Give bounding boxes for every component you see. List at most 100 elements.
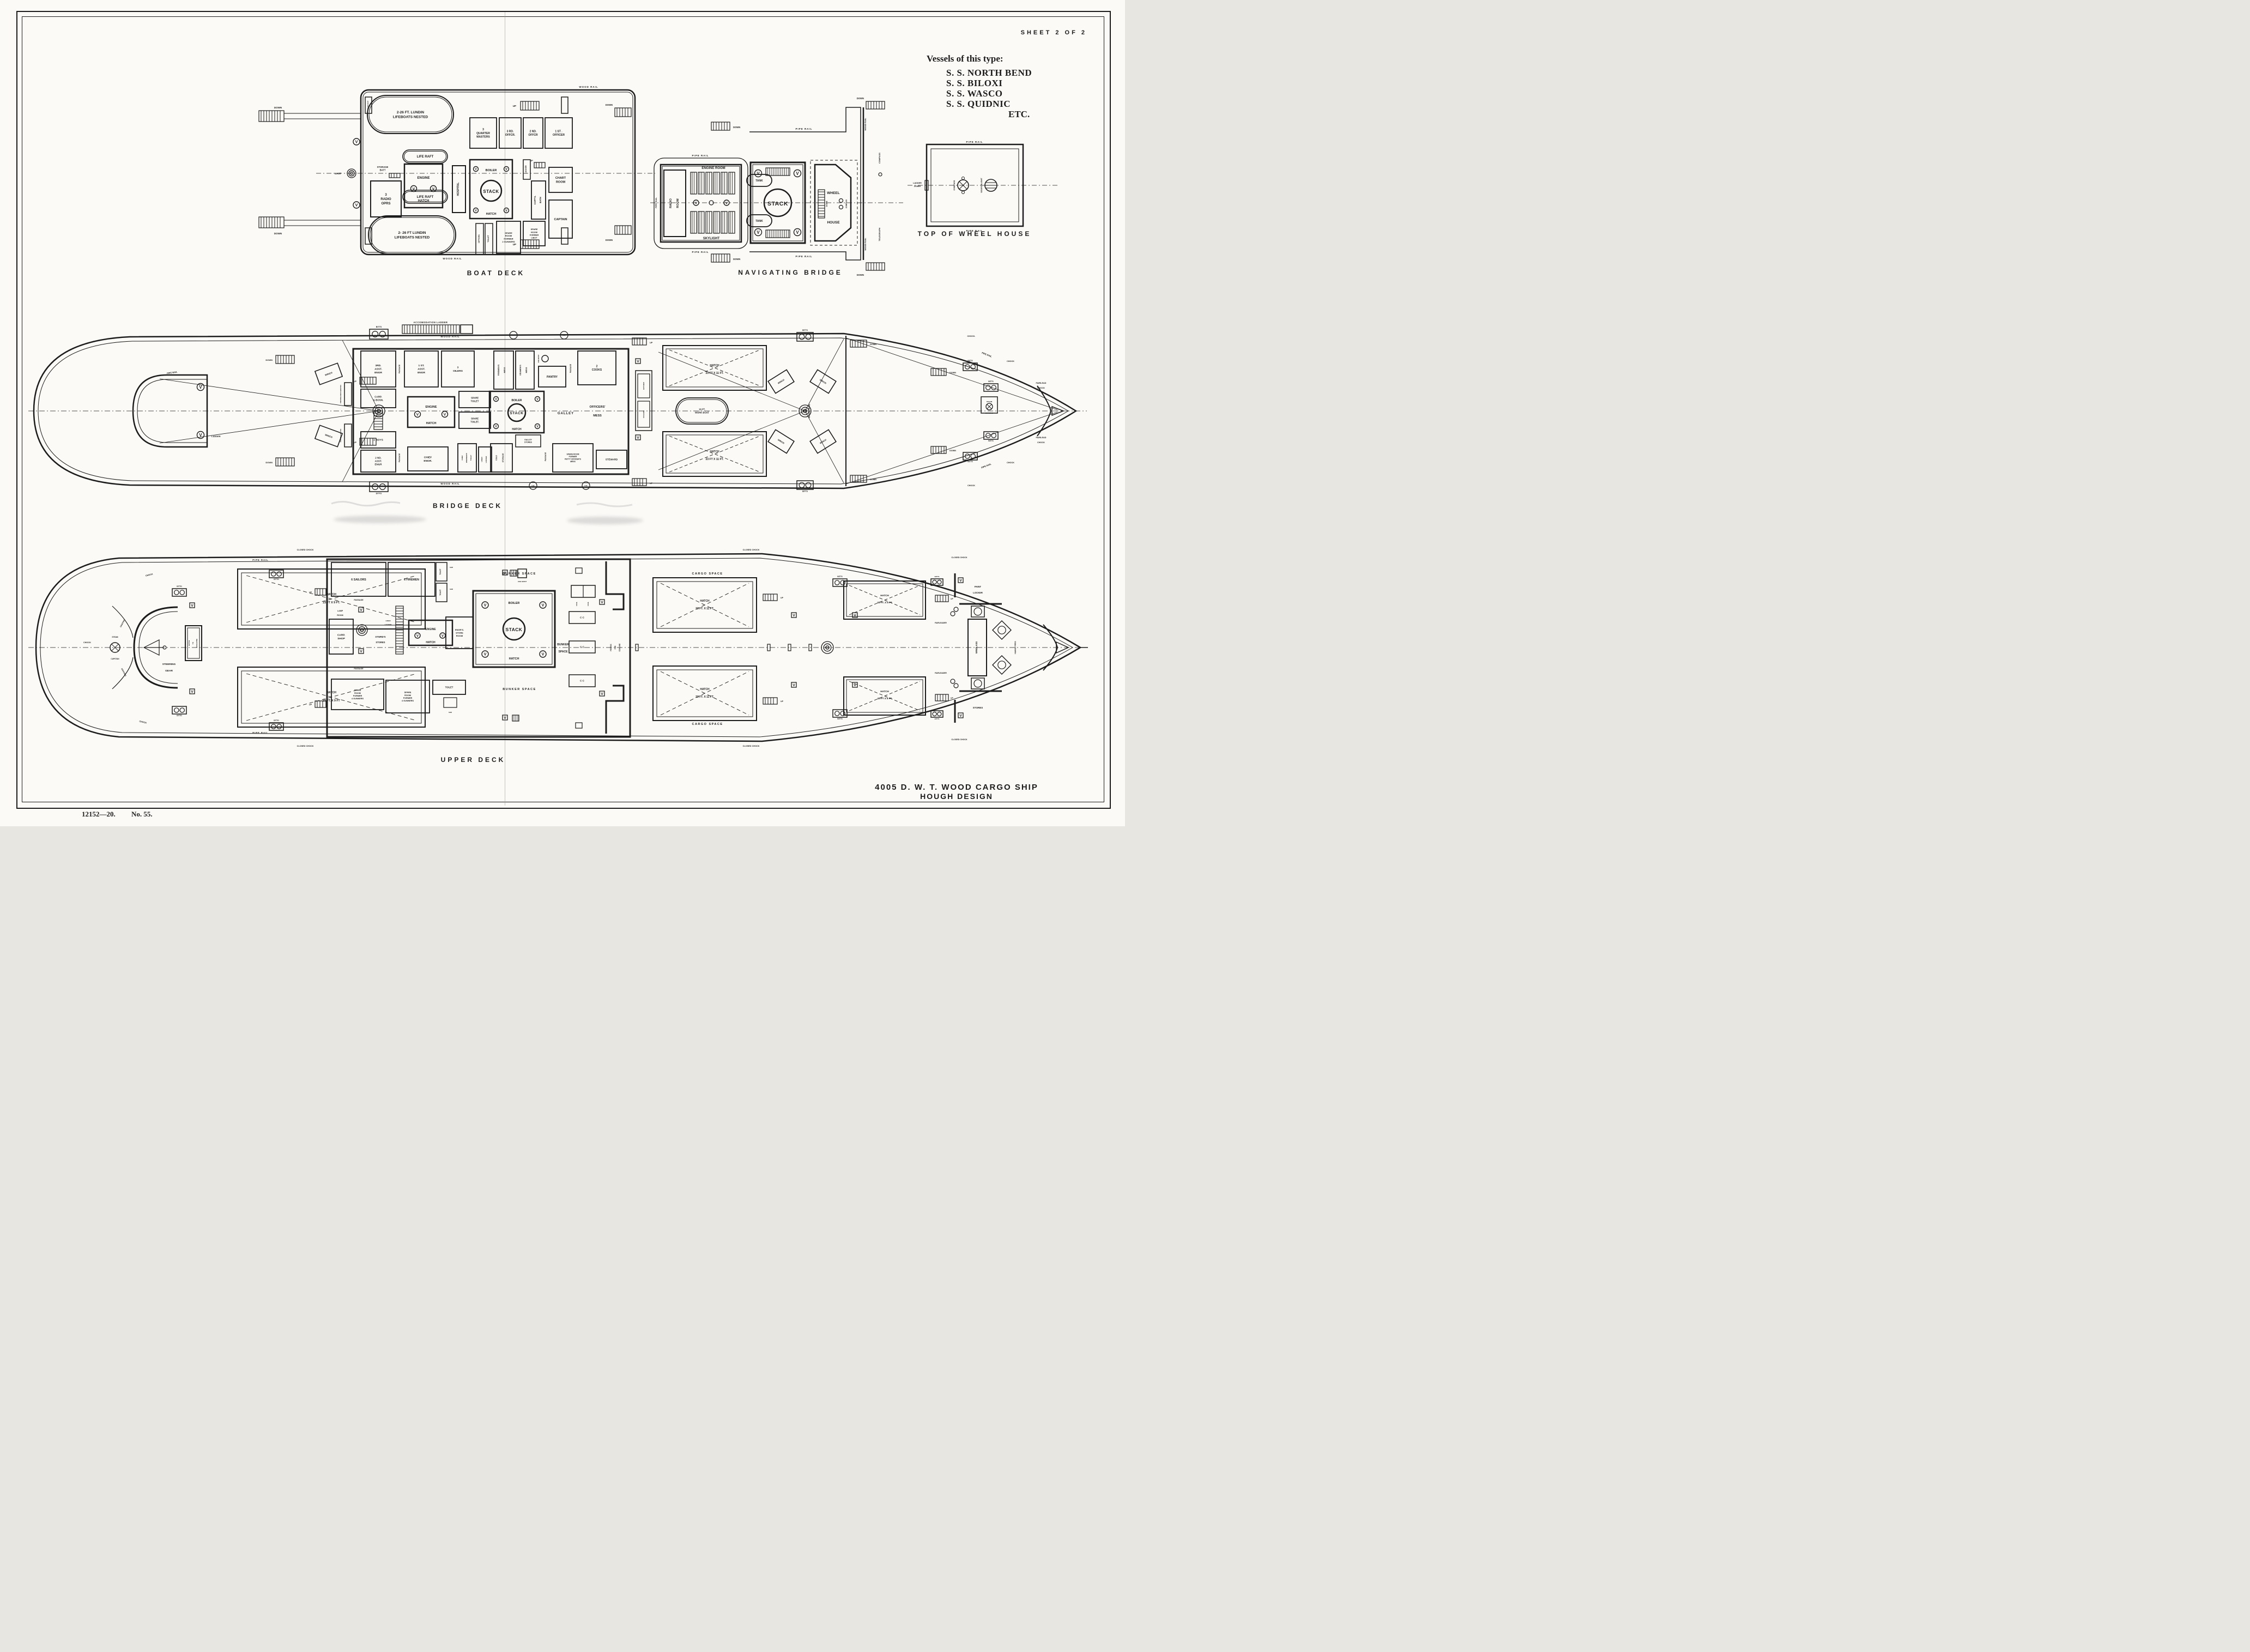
svg-text:LOCKER: LOCKER xyxy=(385,624,392,626)
svg-text:DOWN: DOWN xyxy=(870,479,876,481)
svg-text:STACK: STACK xyxy=(483,189,499,194)
fairleader-roller xyxy=(950,611,955,616)
svg-text:COAL: COAL xyxy=(576,602,578,606)
stairs-down xyxy=(850,340,867,348)
svg-text:UP: UP xyxy=(781,597,784,599)
closed-chock-label: CLOSED CHOCK xyxy=(743,549,760,551)
captains-bath xyxy=(531,180,546,220)
svg-text:BITTS: BITTS xyxy=(376,326,382,328)
ventilator: V xyxy=(754,228,763,237)
up-label: UP xyxy=(650,342,653,344)
svg-text:UP: UP xyxy=(781,700,784,703)
svg-text:WINCH: WINCH xyxy=(819,438,827,444)
hatch-to-magazine-label: TO xyxy=(192,642,194,644)
fore-hatch xyxy=(843,580,926,620)
svg-text:PASSAGE: PASSAGE xyxy=(398,453,401,462)
wood-rail-label: WOOD RAIL xyxy=(864,118,867,131)
steward-room: STEWARD xyxy=(596,450,627,469)
wood-rail-label: WOOD RAIL xyxy=(864,238,867,251)
ventilator: V xyxy=(196,431,205,439)
recess-label: COALING xyxy=(619,643,621,651)
engine-hatch-label: HATCH xyxy=(418,199,430,203)
svg-text:WINCH: WINCH xyxy=(819,378,827,384)
up-label: UP xyxy=(354,380,357,383)
imprint-no: No. 55. xyxy=(131,810,153,818)
engine-hatch xyxy=(403,163,444,209)
svg-text:PIPE RAIL: PIPE RAIL xyxy=(252,559,268,561)
mast: MAST xyxy=(356,624,368,636)
svg-text:DITTO: DITTO xyxy=(376,493,382,495)
svg-text:V: V xyxy=(199,433,202,438)
svg-text:CARGO SPACE: CARGO SPACE xyxy=(692,723,723,726)
svg-text:BUNKER SPACE: BUNKER SPACE xyxy=(503,572,536,576)
svg-text:2 ND.: 2 ND. xyxy=(530,130,537,133)
fairlead-guide xyxy=(1037,385,1051,412)
skylight-cell xyxy=(705,172,712,195)
svg-text:WINCH: WINCH xyxy=(324,371,332,377)
ventilator: V xyxy=(793,169,802,178)
stairs-down xyxy=(373,410,383,430)
hatch-to-magazine-label: HATCH xyxy=(188,640,190,646)
svg-text:WOOD RAIL: WOOD RAIL xyxy=(864,238,867,251)
shaft-stanchion xyxy=(808,644,812,651)
mast: MAST xyxy=(821,641,834,654)
hatch-diagonal xyxy=(849,681,921,711)
svg-text:V: V xyxy=(536,425,539,428)
cargo-hatch xyxy=(652,665,757,721)
radio-room-label: ROOM xyxy=(676,198,680,208)
stairs-down xyxy=(711,253,730,263)
svg-text:BOILER: BOILER xyxy=(486,169,497,172)
hatch-to-magazine xyxy=(185,625,202,661)
stairs-down xyxy=(275,355,295,364)
svg-text:V: V xyxy=(542,652,545,657)
svg-text:PIPE RAIL: PIPE RAIL xyxy=(167,371,178,375)
rigging xyxy=(658,352,806,412)
svg-text:V: V xyxy=(355,203,358,208)
pipe-rail-label: PIPE RAIL xyxy=(167,371,178,375)
welin-davit xyxy=(365,96,372,114)
svg-text:UP: UP xyxy=(650,482,653,485)
vessel-list-etc: ETC. xyxy=(1008,109,1030,119)
tank: TANK xyxy=(746,214,772,227)
svg-text:FORMER: FORMER xyxy=(403,697,413,699)
svg-text:CHART: CHART xyxy=(555,177,566,180)
svg-text:23 FT X 11 FT.: 23 FT X 11 FT. xyxy=(706,458,724,461)
bow-fairlead xyxy=(1043,647,1058,671)
warping-head-drum xyxy=(973,607,982,616)
winch: WINCH xyxy=(809,369,837,394)
svg-text:RADIO: RADIO xyxy=(669,198,673,208)
boiler-casing xyxy=(488,390,545,434)
svg-text:MAST: MAST xyxy=(825,646,830,649)
svg-text:V: V xyxy=(601,601,603,604)
hawse-pipe xyxy=(992,620,1012,640)
svg-text:COOKS: COOKS xyxy=(592,368,602,372)
cb-fitting: C.B xyxy=(529,481,537,490)
stairs-up xyxy=(632,478,647,486)
svg-text:1 ST.: 1 ST. xyxy=(419,364,425,367)
steam-capstan-label: CAPSTAN xyxy=(111,658,119,660)
bunker-space-label: BUNKER SPACE xyxy=(503,688,535,691)
vent-box: V xyxy=(791,682,797,688)
welin-davit xyxy=(561,96,568,114)
stairs-up xyxy=(935,595,949,602)
hawse-pipes-label: HAWSE PIPES xyxy=(1014,641,1017,654)
svg-text:LOCKER: LOCKER xyxy=(525,165,527,174)
svg-text:MAST: MAST xyxy=(360,629,364,631)
skylight-cell xyxy=(721,211,728,234)
pipe-rail-label: PIPE RAIL xyxy=(966,141,982,143)
svg-text:MESS: MESS xyxy=(593,414,602,417)
fairleader-label: FAIRLEADER xyxy=(935,672,947,674)
casing-grating xyxy=(765,167,790,176)
svg-text:FOR: FOR xyxy=(614,645,616,649)
stern-house xyxy=(132,374,208,448)
svg-text:WOOD RAIL: WOOD RAIL xyxy=(443,257,462,260)
cold-storage-label: COLD xyxy=(495,455,498,461)
boiler-label: BOILER xyxy=(486,169,497,172)
svg-text:DOWN: DOWN xyxy=(733,258,740,261)
svg-text:LINEN: LINEN xyxy=(386,620,391,622)
hull-rail xyxy=(38,337,1069,485)
svg-text:SKYLIGHT: SKYLIGHT xyxy=(703,237,720,240)
skylight-cell xyxy=(690,172,697,195)
